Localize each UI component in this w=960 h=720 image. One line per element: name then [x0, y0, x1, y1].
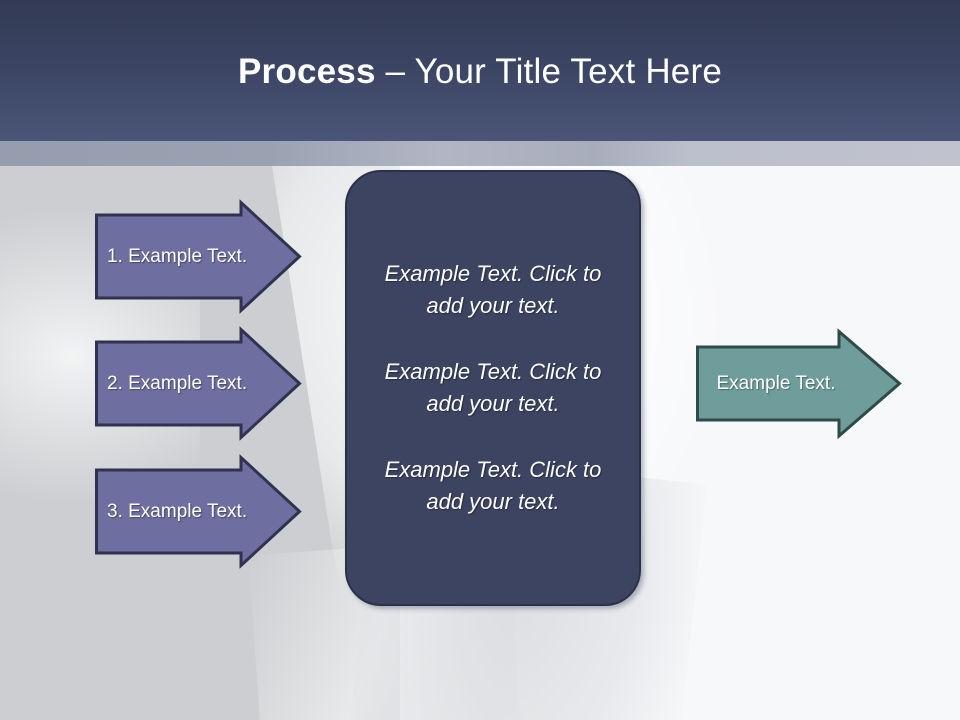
page-title-remainder: – Your Title Text Here: [375, 52, 722, 91]
header-separator-band: [0, 141, 960, 166]
step-arrow-1[interactable]: [95, 199, 302, 314]
center-paragraph-3: Example Text. Click to add your text.: [384, 457, 602, 514]
center-paragraph-1: Example Text. Click to add your text.: [384, 261, 602, 318]
center-content-box[interactable]: Example Text. Click to add your text. Ex…: [345, 170, 641, 606]
step-arrow-2[interactable]: [95, 326, 302, 441]
page-title-emphasis: Process: [238, 52, 376, 91]
result-arrow[interactable]: [696, 328, 902, 440]
center-paragraph-2: Example Text. Click to add your text.: [384, 359, 602, 416]
step-arrow-3[interactable]: [95, 454, 302, 569]
page-title: Process – Your Title Text Here: [0, 52, 960, 92]
title-bar: Process – Your Title Text Here: [0, 0, 960, 141]
